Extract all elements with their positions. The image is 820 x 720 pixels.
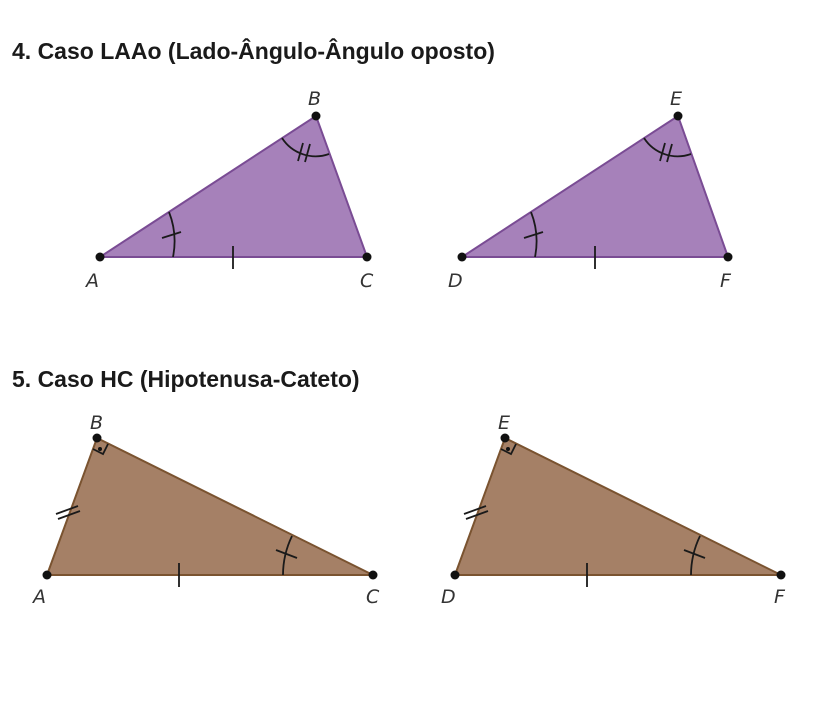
angle-tick-c <box>275 549 298 559</box>
side-tick-ab-2 <box>57 510 81 520</box>
angle-tick-d <box>523 231 544 239</box>
triangle-def-hc-shape <box>453 436 782 576</box>
triangle-abc-laao-shape <box>96 114 369 258</box>
vertex-point-d <box>457 252 467 262</box>
vertex-label-e: E <box>670 88 682 110</box>
triangle-abc-laao: A B C <box>84 88 374 292</box>
right-angle-mark-b <box>92 443 109 456</box>
vertex-point-e-hc <box>500 433 510 443</box>
vertex-label-e-hc: E <box>498 412 510 434</box>
vertex-point-e <box>673 111 683 121</box>
vertex-label-a: A <box>84 270 99 292</box>
angle-tick-e1 <box>659 142 666 162</box>
angle-tick-e2 <box>666 143 673 163</box>
angle-mark-f <box>690 535 701 576</box>
vertex-point-a <box>95 252 105 262</box>
vertex-point-f-hc <box>776 570 786 580</box>
triangle-abc-hc-shape <box>45 436 374 576</box>
side-tick-de-1 <box>463 505 487 515</box>
triangle-def-laao: D E F <box>448 88 733 292</box>
vertex-point-f <box>723 252 733 262</box>
vertex-label-b-hc: B <box>90 412 103 434</box>
vertex-point-b <box>311 111 321 121</box>
right-angle-mark-e <box>500 443 517 456</box>
vertex-point-c <box>362 252 372 262</box>
vertex-point-a-hc <box>42 570 52 580</box>
vertex-label-c: C <box>360 270 374 292</box>
vertex-label-d: D <box>448 270 463 292</box>
angle-tick-b1 <box>297 142 304 162</box>
angle-mark-c <box>282 535 293 576</box>
angle-mark-e-double <box>643 137 692 158</box>
angle-mark-b-double <box>281 137 330 158</box>
vertex-label-f-hc: F <box>774 586 786 608</box>
right-angle-dot-e <box>506 447 510 451</box>
side-tick-de-2 <box>465 510 489 520</box>
section-heading-hc: 5. Caso HC (Hipotenusa-Cateto) <box>12 366 360 392</box>
triangle-abc-hc: A B C <box>31 412 380 608</box>
right-angle-dot-b <box>98 447 102 451</box>
vertex-point-d-hc <box>450 570 460 580</box>
angle-tick-f <box>683 549 706 559</box>
triangle-def-laao-shape <box>458 114 730 258</box>
triangle-def-hc: D E F <box>441 412 786 608</box>
vertex-point-c-hc <box>368 570 378 580</box>
vertex-label-a-hc: A <box>31 586 46 608</box>
vertex-label-b: B <box>308 88 321 110</box>
side-tick-ab-1 <box>55 505 79 515</box>
vertex-label-f: F <box>720 270 732 292</box>
angle-tick-a <box>161 231 182 239</box>
section-heading-laao: 4. Caso LAAo (Lado-Ângulo-Ângulo oposto) <box>12 38 495 64</box>
angle-tick-b2 <box>304 143 311 163</box>
vertex-label-d-hc: D <box>441 586 456 608</box>
vertex-label-c-hc: C <box>366 586 380 608</box>
vertex-point-b-hc <box>92 433 102 443</box>
